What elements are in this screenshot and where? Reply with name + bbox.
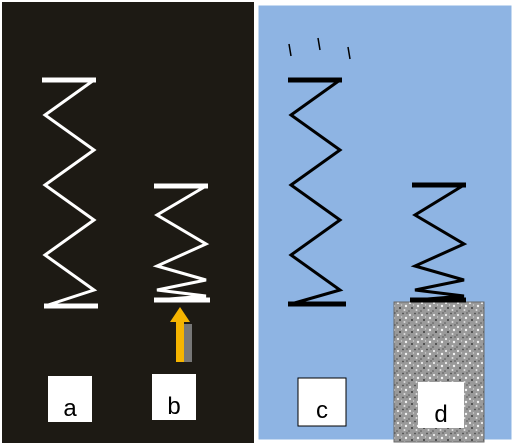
spring-d-coil	[410, 183, 468, 302]
label-box-a	[48, 376, 92, 422]
label-c: c	[316, 397, 328, 424]
spring-d	[410, 182, 468, 303]
spring-b-coil	[152, 184, 210, 302]
spring-c-coil	[288, 78, 344, 306]
motion-line-3	[347, 46, 351, 60]
up-arrow-icon	[170, 307, 192, 362]
up-arrow-shadow	[183, 324, 192, 362]
label-b: b	[167, 393, 180, 420]
motion-line-2	[317, 37, 321, 51]
spring-c	[288, 77, 346, 307]
up-arrow-shape	[170, 307, 190, 362]
label-box-b	[152, 374, 196, 420]
left-panel	[2, 2, 254, 443]
label-d: d	[434, 401, 447, 428]
spring-b	[152, 183, 210, 303]
label-a: a	[63, 395, 77, 422]
motion-lines	[288, 37, 351, 60]
motion-line-1	[288, 43, 292, 57]
spring-a	[42, 77, 98, 309]
label-box-d	[418, 382, 464, 428]
spring-a-coil	[42, 78, 98, 308]
label-box-c	[297, 377, 347, 427]
